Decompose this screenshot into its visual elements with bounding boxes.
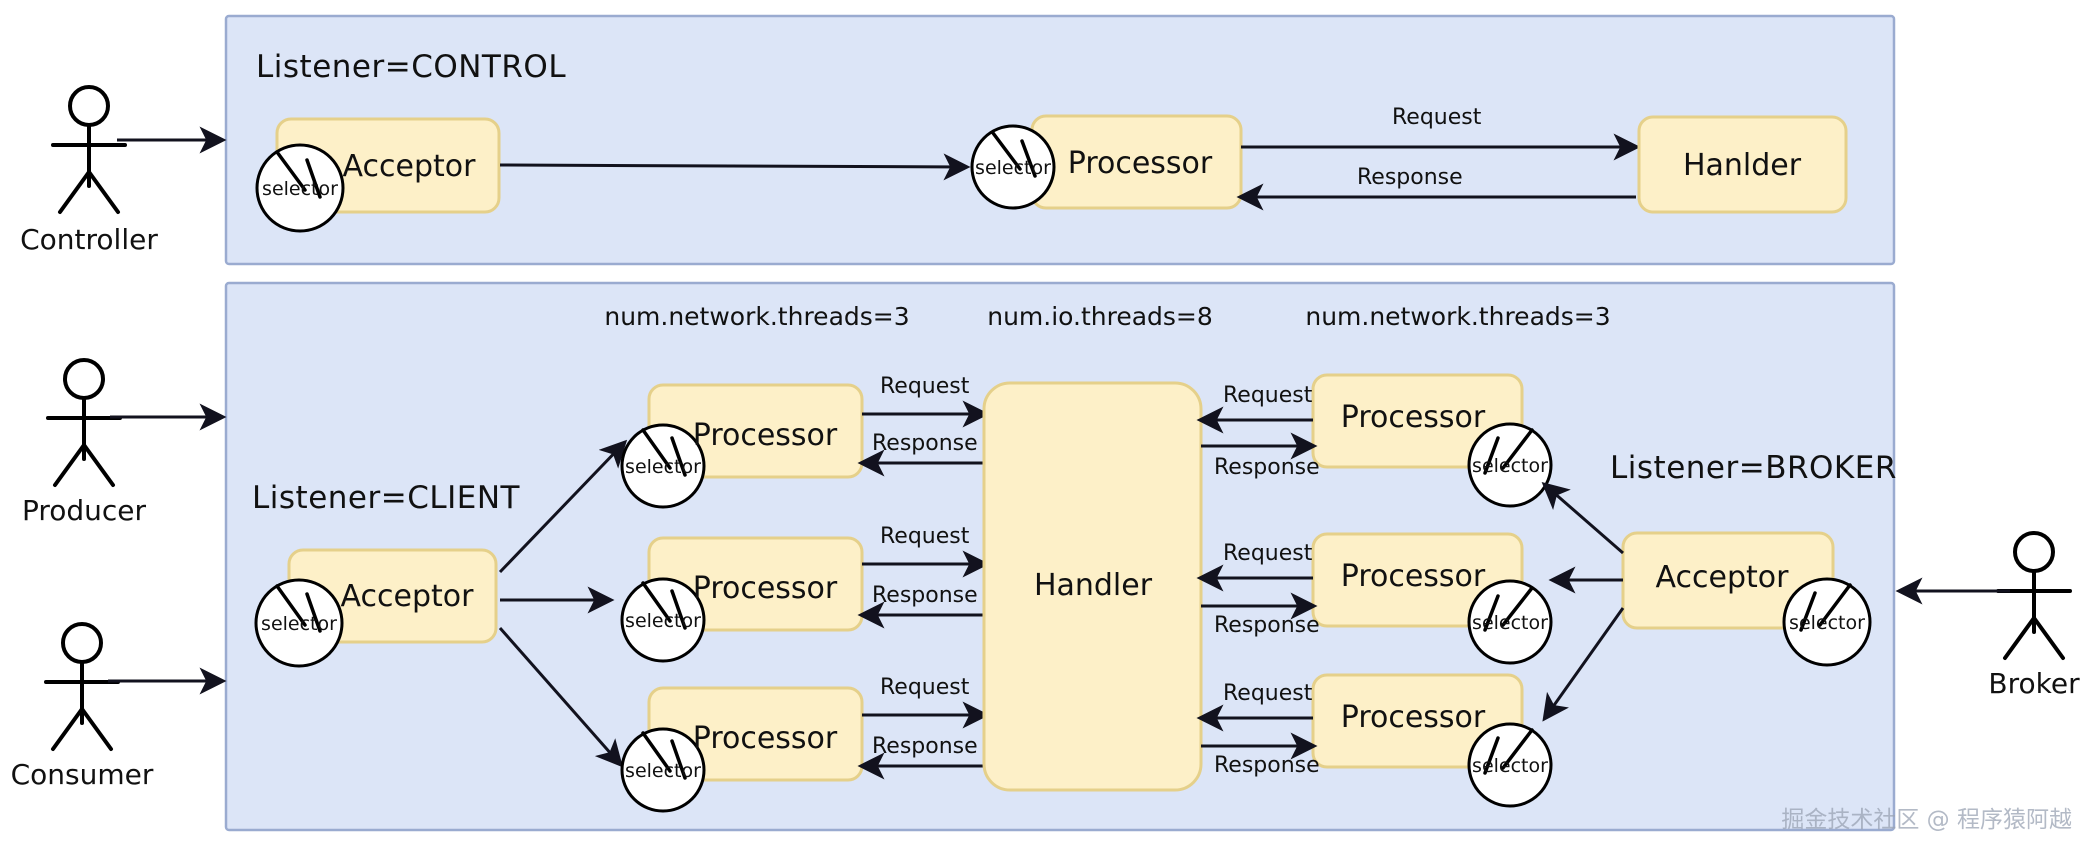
edge-control-request-label: Request (1392, 105, 1482, 130)
edge-control-acceptor-to-processor (499, 153, 971, 181)
actor-controller: Controller (20, 85, 227, 256)
edge-left-1-response-label: Response (872, 431, 978, 456)
left-processor-3-label: Processor (693, 721, 838, 756)
right-processor-3: Processor selector (1311, 673, 1553, 808)
control-handler: Hanlder (1637, 115, 1848, 214)
edge-broker-acceptor-to-processor-1 (1541, 482, 1624, 555)
right-processor-1-label: Processor (1341, 400, 1486, 435)
left-processor-1-selector-label: selector (625, 456, 701, 478)
right-processor-1-selector-label: selector (1472, 455, 1548, 477)
edge-right-3-request-label: Request (1223, 681, 1313, 706)
panel-broker-title: Listener=BROKER (1610, 450, 1897, 486)
right-processor-3-label: Processor (1341, 700, 1486, 735)
panel-client-title: Listener=CLIENT (252, 480, 521, 516)
broker-acceptor-selector-label: selector (1789, 612, 1865, 634)
left-processor-2-selector-label: selector (625, 610, 701, 632)
left-processor-1-label: Processor (693, 418, 838, 453)
control-processor: Processor selector (970, 114, 1243, 210)
actor-consumer-label: Consumer (11, 758, 154, 791)
config-io-threads: num.io.threads=8 (987, 302, 1213, 331)
right-processor-2-selector-label: selector (1472, 612, 1548, 634)
edge-client-acceptor-to-processor-1 (498, 439, 628, 574)
edge-left-3-response-label: Response (872, 734, 978, 759)
data-handler-label: Handler (1034, 568, 1153, 603)
right-processor-2-label: Processor (1341, 559, 1486, 594)
client-acceptor-label: Acceptor (341, 579, 475, 614)
config-right-network-threads: num.network.threads=3 (1305, 302, 1610, 331)
edge-left-3-request-label: Request (880, 675, 970, 700)
control-handler-label: Hanlder (1683, 148, 1802, 183)
right-processor-3-selector-label: selector (1472, 755, 1548, 777)
left-processor-3: Processor selector (620, 686, 864, 813)
edge-left-1-request-label: Request (880, 374, 970, 399)
control-processor-selector-label: selector (975, 157, 1051, 179)
actor-producer: Producer (22, 358, 227, 527)
right-processor-1: Processor selector (1311, 373, 1553, 508)
client-acceptor-selector-label: selector (261, 613, 337, 635)
right-processor-2: Processor selector (1311, 532, 1553, 665)
edge-client-acceptor-to-processor-3 (498, 627, 623, 768)
actor-controller-label: Controller (20, 223, 158, 256)
edge-right-1-request-label: Request (1223, 383, 1313, 408)
edge-broker-acceptor-to-processor-3 (1542, 607, 1625, 722)
broker-acceptor: Acceptor selector (1621, 531, 1872, 667)
left-processor-3-selector-label: selector (625, 760, 701, 782)
edge-left-2-response-label: Response (872, 583, 978, 608)
client-acceptor: Acceptor selector (254, 548, 498, 668)
edge-right-3-response-label: Response (1214, 753, 1320, 778)
edge-control-response-label: Response (1357, 165, 1463, 190)
broker-acceptor-label: Acceptor (1656, 560, 1790, 595)
edge-right-2-request-label: Request (1223, 541, 1313, 566)
control-processor-label: Processor (1068, 146, 1213, 181)
left-processor-2: Processor selector (620, 536, 864, 663)
edge-right-1-response-label: Response (1214, 455, 1320, 480)
actor-producer-label: Producer (22, 494, 147, 527)
control-acceptor-selector-label: selector (262, 178, 338, 200)
panel-control-title: Listener=CONTROL (256, 49, 566, 85)
edge-right-2-response-label: Response (1214, 613, 1320, 638)
data-handler: Handler (982, 381, 1203, 792)
config-left-network-threads: num.network.threads=3 (604, 302, 909, 331)
control-acceptor: Acceptor selector (255, 117, 501, 233)
actor-broker: Broker (1895, 531, 2080, 700)
actor-broker-label: Broker (1988, 667, 2080, 700)
left-processor-1: Processor selector (620, 383, 864, 509)
actor-consumer: Consumer (11, 622, 227, 791)
edge-left-2-request-label: Request (880, 524, 970, 549)
control-acceptor-label: Acceptor (343, 149, 477, 184)
left-processor-2-label: Processor (693, 571, 838, 606)
